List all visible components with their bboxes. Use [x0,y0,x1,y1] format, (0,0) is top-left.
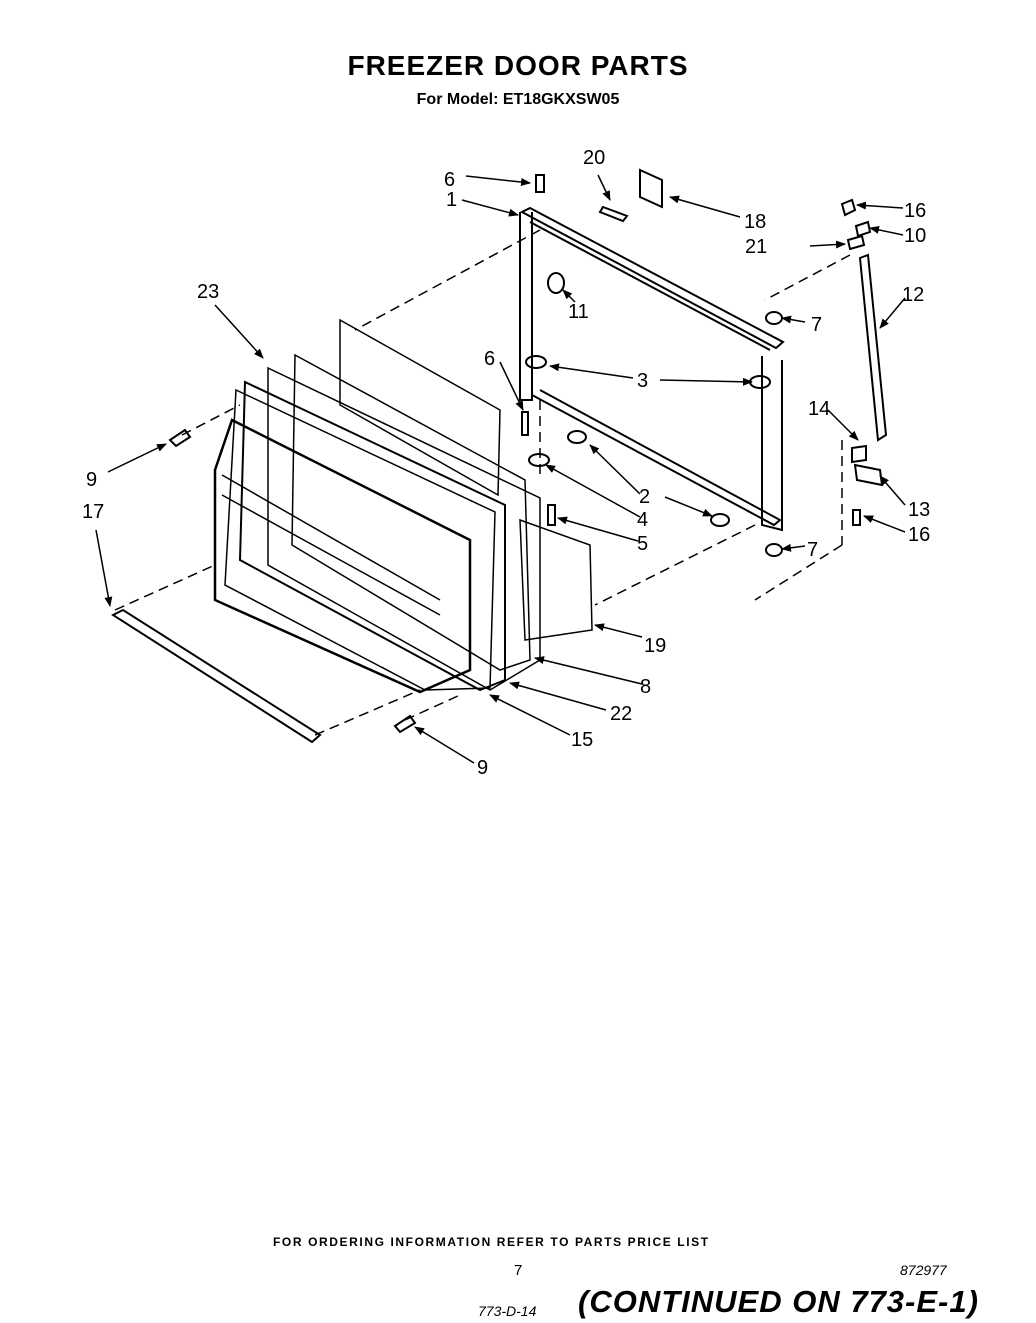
callout-label: 20 [583,147,605,169]
page-number: 7 [514,1262,523,1279]
callout-label: 16 [904,200,926,222]
bracket-icon [598,168,884,487]
callout-label: 12 [902,284,924,306]
callout-label: 4 [637,509,648,531]
callout-label: 6 [484,348,495,370]
callout-label: 6 [444,169,455,191]
drawing-number: 872977 [900,1262,947,1278]
panel-part-21 [519,518,593,641]
callout-label: 22 [610,703,632,725]
callout-label: 19 [644,635,666,657]
hinge-bar-part-12 [858,253,888,442]
callout-label: 5 [637,533,648,555]
callout-label: 23 [197,281,219,303]
model-subtitle: For Model: ET18GKXSW05 [416,91,620,108]
door-liner [213,418,472,694]
callout-label: 14 [808,398,830,420]
callout-label: 16 [908,524,930,546]
shelf-part-17 [110,608,322,744]
panel-part-8 [291,353,531,671]
callout-label: 13 [908,499,930,521]
gasket-part-23 [267,366,541,691]
callout-label: 15 [571,729,593,751]
cap-icon [525,272,783,557]
page-title: FREEZER DOOR PARTS [347,50,689,81]
screw-icon [168,174,861,734]
callout-label: 3 [637,370,648,392]
callout-label: 7 [811,314,822,336]
callout-label: 7 [807,539,818,561]
liner-part-22 [238,380,506,692]
liner-part-15 [224,388,496,691]
reference-code: 773-D-14 [478,1303,537,1319]
callout-label: 2 [639,486,650,508]
callout-label: 18 [744,211,766,233]
callout-label: 10 [904,225,926,247]
continued-note: (CONTINUED ON 773-E-1) [578,1284,979,1319]
callout-label: 1 [446,189,457,211]
ordering-note: FOR ORDERING INFORMATION REFER TO PARTS … [273,1235,710,1249]
callout-label: 17 [82,501,104,523]
callout-label: 9 [86,469,97,491]
insulation-pad [339,318,501,497]
door-frame-part-1 [519,206,785,532]
callout-label: 8 [640,676,651,698]
callout-label: 11 [568,301,589,323]
callout-label: 21 [745,236,767,258]
callout-label: 9 [477,757,488,779]
part-callout-labels: 6 1 20 18 16 10 21 12 23 11 7 6 3 14 9 2… [82,147,930,779]
